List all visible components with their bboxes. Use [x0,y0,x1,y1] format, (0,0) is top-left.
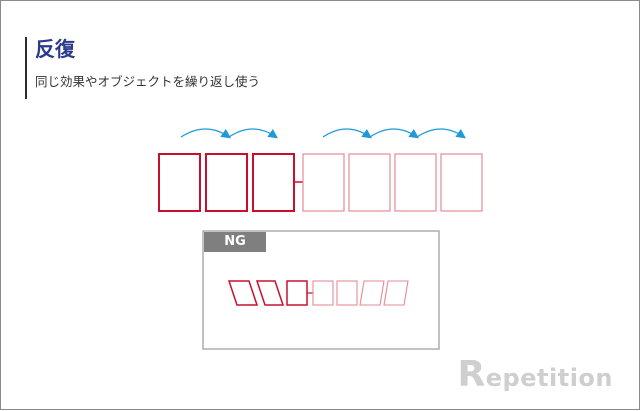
ng-shape-light [383,280,409,306]
watermark: Repetition [458,357,613,393]
arrow-icon [416,128,466,139]
watermark-initial: R [457,354,486,395]
ng-shape [227,280,259,306]
repeat-box-light [394,153,437,212]
slide-subtitle: 同じ効果やオブジェクトを繰り返し使う [35,74,261,89]
arrow-icon [369,128,419,139]
repeat-box-light [302,153,345,212]
ng-shape-light [359,280,385,306]
ng-shape [255,280,285,306]
repeat-box [205,153,248,212]
arrow-icon [322,128,372,139]
repeat-box-light [348,153,391,212]
arrow-icon [180,128,231,139]
ng-shape-light [336,280,358,306]
arrow-icon [228,128,278,139]
repeat-box [252,153,295,212]
watermark-rest: epetition [485,364,613,392]
ng-badge: NG [204,232,266,252]
title-accent-bar [25,37,27,99]
ng-shape-light [312,280,334,306]
repeat-box [158,153,201,212]
repeat-box-light [440,153,483,212]
slide-title: 反復 [35,37,75,61]
